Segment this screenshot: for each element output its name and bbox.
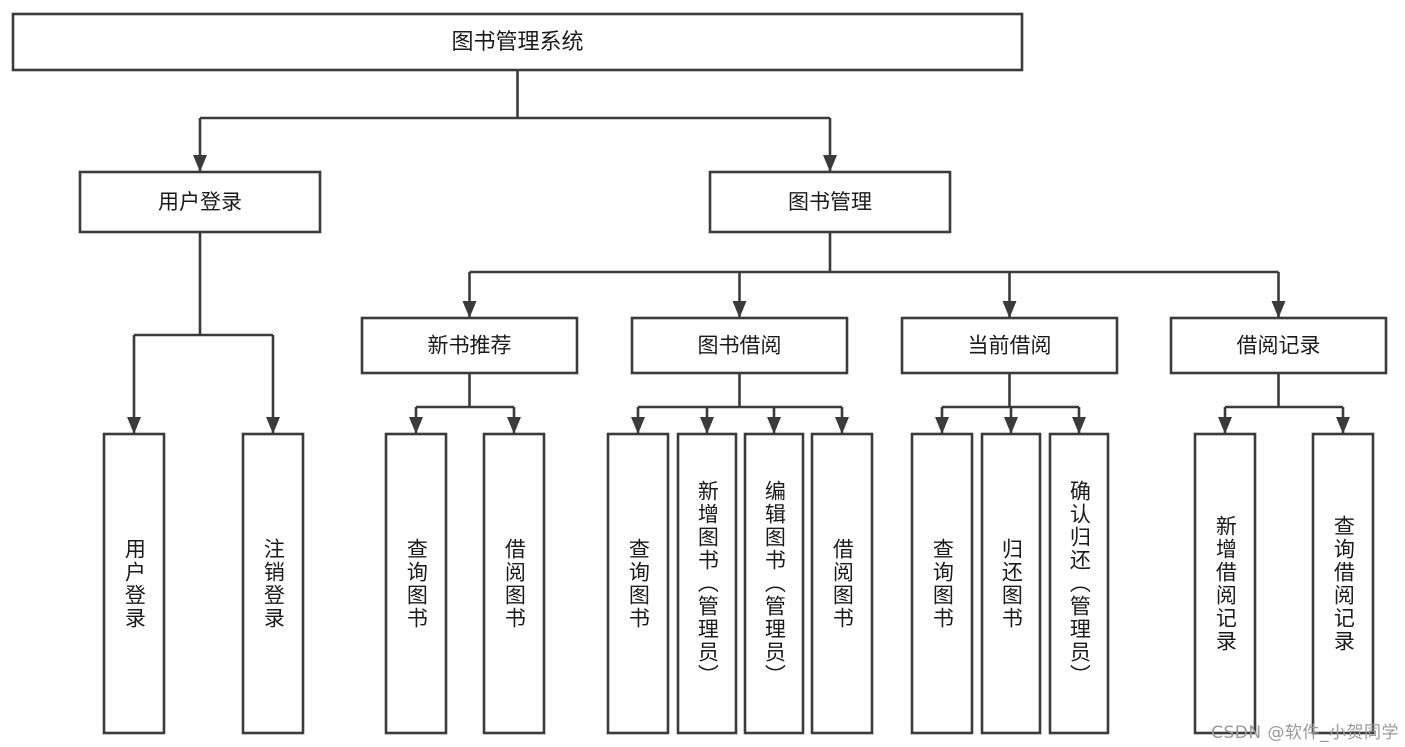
- node-rect: [606, 432, 670, 735]
- node-rect: [910, 432, 974, 735]
- node-rect: [384, 432, 448, 735]
- leaf-box-1[interactable]: [241, 432, 305, 735]
- node-rect: [743, 432, 805, 735]
- node-rect: [630, 316, 849, 375]
- node-level2-0[interactable]: 用户登录: [78, 170, 322, 234]
- arrow-head-icon: [631, 417, 645, 434]
- arrow-head-icon: [1004, 417, 1018, 434]
- node-rect: [708, 170, 952, 234]
- node-rect: [241, 432, 305, 735]
- arrow-head-icon: [1072, 417, 1086, 434]
- leaf-box-9[interactable]: [980, 432, 1042, 735]
- node-rect: [900, 316, 1119, 375]
- node-label: 图书管理: [788, 190, 872, 214]
- node-label: 图书借阅: [698, 334, 782, 358]
- arrow-head-icon: [409, 417, 423, 434]
- arrow-head-icon: [266, 417, 280, 434]
- arrow-head-icon: [700, 417, 714, 434]
- leaf-box-10[interactable]: [1048, 432, 1110, 735]
- node-label: 当前借阅: [968, 334, 1052, 358]
- arrow-head-icon: [823, 155, 837, 172]
- leaf-box-2[interactable]: [384, 432, 448, 735]
- node-level2-1[interactable]: 图书管理: [708, 170, 952, 234]
- node-root[interactable]: 图书管理系统: [11, 12, 1024, 72]
- node-label: 新书推荐: [428, 334, 512, 358]
- arrow-head-icon: [835, 417, 849, 434]
- arrow-head-icon: [1271, 301, 1286, 318]
- node-rect: [1311, 432, 1375, 735]
- node-level3-3[interactable]: 借阅记录: [1169, 316, 1388, 375]
- arrow-head-icon: [1002, 301, 1017, 318]
- arrow-head-icon: [462, 301, 477, 318]
- arrow-head-icon: [935, 417, 949, 434]
- arrow-head-icon: [1336, 417, 1350, 434]
- node-rect: [1193, 432, 1257, 735]
- leaf-box-7[interactable]: [810, 432, 874, 735]
- node-label: 借阅记录: [1237, 334, 1321, 358]
- leaf-box-0[interactable]: [102, 432, 166, 735]
- leaf-box-8[interactable]: [910, 432, 974, 735]
- node-level3-2[interactable]: 当前借阅: [900, 316, 1119, 375]
- node-label: 图书管理系统: [451, 30, 583, 55]
- node-level3-1[interactable]: 图书借阅: [630, 316, 849, 375]
- node-level3-0[interactable]: 新书推荐: [360, 316, 579, 375]
- leaf-box-3[interactable]: [482, 432, 546, 735]
- node-rect: [676, 432, 738, 735]
- arrow-head-icon: [767, 417, 781, 434]
- arrow-head-icon: [193, 155, 207, 172]
- leaf-box-5[interactable]: [676, 432, 738, 735]
- node-rect: [980, 432, 1042, 735]
- node-rect: [102, 432, 166, 735]
- node-rect: [1169, 316, 1388, 375]
- node-rect: [482, 432, 546, 735]
- leaf-box-12[interactable]: [1311, 432, 1375, 735]
- leaf-box-4[interactable]: [606, 432, 670, 735]
- arrow-head-icon: [732, 301, 747, 318]
- node-rect: [11, 12, 1024, 72]
- leaf-box-11[interactable]: [1193, 432, 1257, 735]
- leaf-box-6[interactable]: [743, 432, 805, 735]
- arrow-head-icon: [127, 417, 141, 434]
- arrow-head-icon: [1218, 417, 1232, 434]
- node-label: 用户登录: [158, 190, 242, 214]
- node-rect: [360, 316, 579, 375]
- arrow-head-icon: [507, 417, 521, 434]
- watermark: CSDN @软件_小贺同学: [1211, 723, 1399, 743]
- node-rect: [1048, 432, 1110, 735]
- node-rect: [810, 432, 874, 735]
